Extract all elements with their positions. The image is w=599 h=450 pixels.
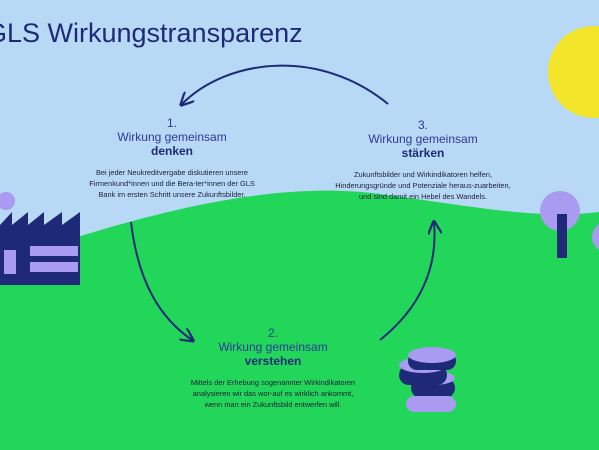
page-title: GLS Wirkungstransparenz	[0, 18, 303, 48]
step-heading: Wirkung gemeinsam	[218, 340, 328, 354]
step-description: Bei jeder Neukreditvergabe diskutieren u…	[89, 168, 255, 199]
step-keyword: denken	[150, 144, 193, 158]
step-heading: Wirkung gemeinsam	[368, 132, 478, 146]
arrow-2-to-3	[379, 223, 435, 341]
step-number: 2.	[267, 326, 278, 340]
factory-icon	[0, 192, 80, 285]
step-number: 1.	[166, 116, 177, 130]
step-number: 3.	[417, 118, 428, 132]
step-3: 3. Wirkung gemeinsam stärken Zukunftsbil…	[330, 118, 516, 202]
tree-icon	[540, 191, 599, 258]
step-2: 2. Wirkung gemeinsam verstehen Mittels d…	[190, 326, 356, 410]
arrow-1-to-2	[130, 221, 192, 340]
step-description: Mittels der Erhebung sogenannter Wirkind…	[190, 378, 356, 409]
step-heading: Wirkung gemeinsam	[117, 130, 227, 144]
step-description: Zukunftsbilder und Wirkindikatoren helfe…	[335, 170, 511, 201]
step-keyword: verstehen	[244, 354, 302, 368]
step-keyword: stärken	[401, 146, 445, 160]
coins-icon	[399, 347, 456, 412]
arrow-3-to-1	[182, 64, 389, 104]
step-1: 1. Wirkung gemeinsam denken Bei jeder Ne…	[82, 116, 262, 200]
sun-shape	[548, 26, 599, 118]
